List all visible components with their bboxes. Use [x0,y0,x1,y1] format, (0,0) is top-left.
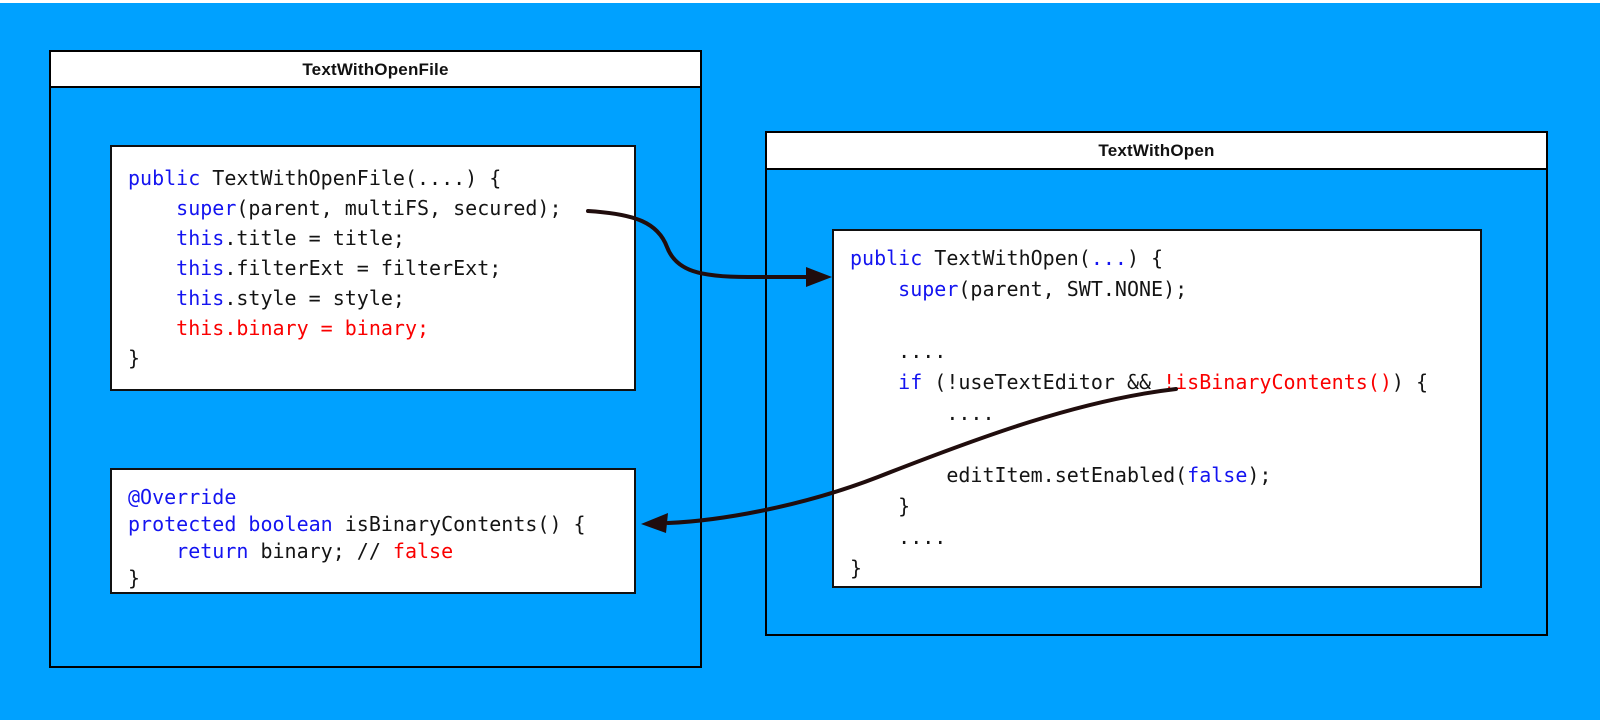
class-box-textwithopen: TextWithOpen [765,131,1548,636]
code-line: } [128,346,141,370]
code-snippet-isbinarycontents-override: @Override protected boolean isBinaryConte… [110,468,636,594]
code-line: protected boolean isBinaryContents() { [128,512,586,536]
code-snippet-textwithopenfile-constructor: public TextWithOpenFile(....) { super(pa… [110,145,636,391]
code-line [850,305,1480,336]
code-line: super(parent, multiFS, secured); [176,196,562,220]
code-line: this.title = title; [176,226,405,250]
code-line: .... [850,525,947,549]
code-line: this.style = style; [176,286,405,310]
code-line: .... [850,339,947,363]
code-line: @Override [128,485,237,509]
code-line: .... [850,401,995,425]
class-title-textwithopen: TextWithOpen [767,133,1546,170]
code-line: } [850,494,911,518]
code-line: } [128,566,141,590]
code-line: super(parent, SWT.NONE); [898,277,1188,301]
class-title-textwithopenfile: TextWithOpenFile [51,52,700,88]
code-line: editItem.setEnabled(false); [850,463,1272,487]
code-line: if (!useTextEditor && !isBinaryContents(… [898,370,1428,394]
code-line: return binary; // false [176,539,454,563]
code-line: public TextWithOpenFile(....) { [128,166,502,190]
code-line: this.filterExt = filterExt; [176,256,502,280]
code-line: public TextWithOpen(...) { [850,246,1164,270]
class-box-textwithopenfile: TextWithOpenFile [49,50,702,668]
code-snippet-textwithopen-constructor: public TextWithOpen(...) { super(parent,… [832,229,1482,588]
code-line: } [850,556,863,580]
top-white-strip [0,0,1600,3]
code-line: this.binary = binary; [176,316,430,340]
code-line [850,429,1480,460]
